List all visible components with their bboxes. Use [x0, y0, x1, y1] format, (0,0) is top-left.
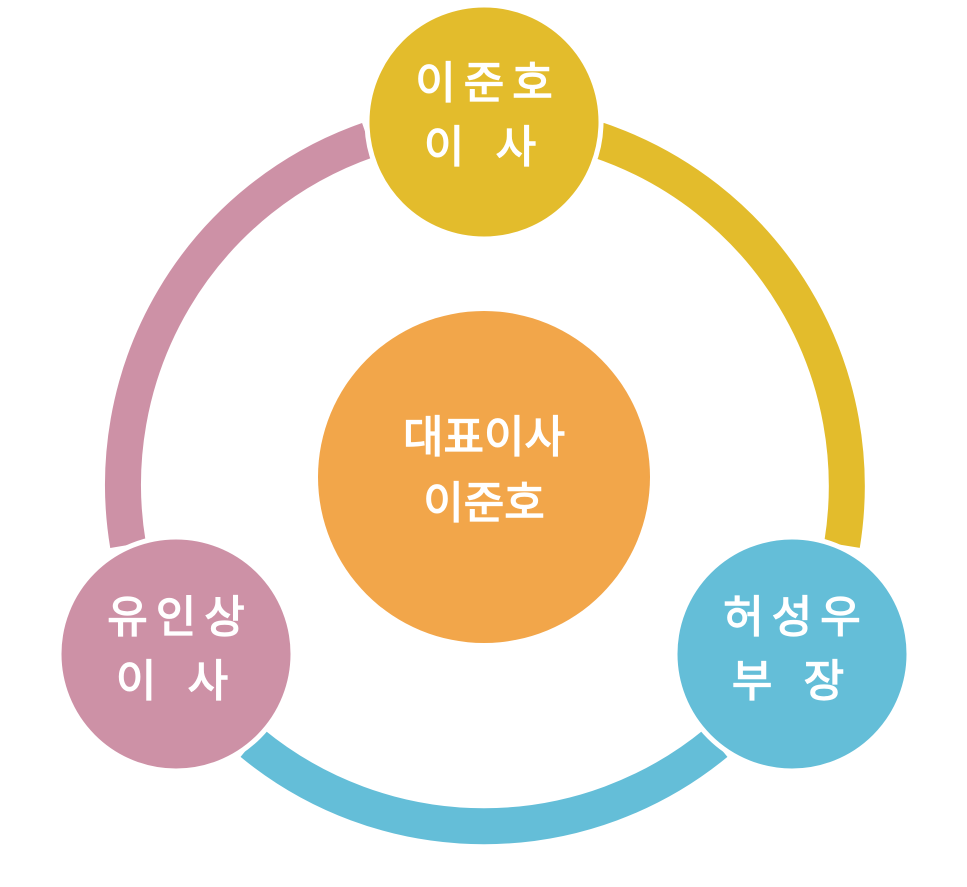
- ring-arc-left-to-top: [104, 123, 374, 548]
- right-node-manager: 허성우 부 장: [672, 534, 912, 774]
- left-node-director: 유인상 이 사: [56, 534, 296, 774]
- left-node-circle: [56, 534, 296, 774]
- top-node-director: 이준호 이 사: [364, 2, 604, 242]
- center-node-ceo: 대표이사 이준호: [318, 311, 650, 643]
- right-node-title: 부 장: [732, 656, 852, 707]
- ring-arc-right-to-left: [240, 729, 728, 845]
- ring-arc-top-to-right: [592, 122, 865, 548]
- top-node-circle: [364, 2, 604, 242]
- center-node-name: 이준호: [423, 478, 544, 529]
- left-node-name: 유인상: [107, 592, 252, 643]
- center-node-role: 대표이사: [403, 412, 565, 463]
- right-node-name: 허성우: [723, 592, 868, 643]
- top-node-title: 이 사: [424, 122, 544, 173]
- right-node-circle: [672, 534, 912, 774]
- left-node-title: 이 사: [116, 656, 236, 707]
- center-node-circle: [318, 311, 650, 643]
- top-node-name: 이준호: [415, 58, 560, 109]
